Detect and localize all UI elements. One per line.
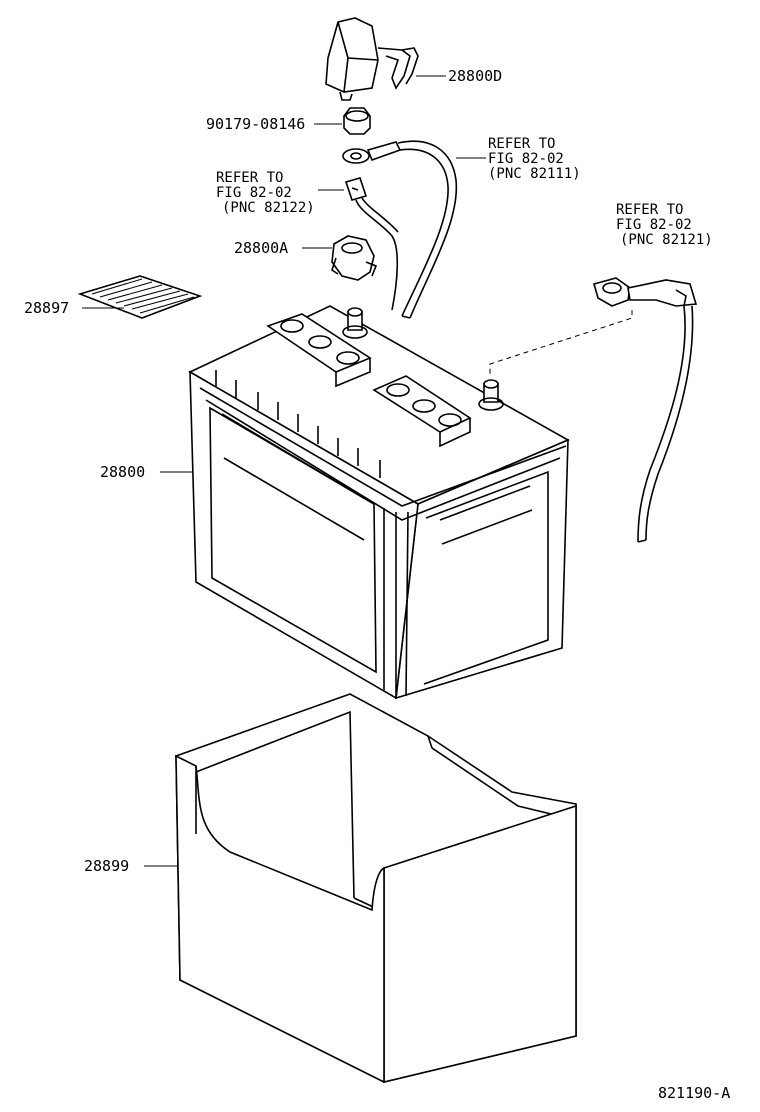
- ref-note-82121: REFER TO FIG 82-02 (PNC 82121): [616, 202, 713, 248]
- svg-text:REFER TO: REFER TO: [488, 136, 555, 152]
- warning-label-drawing: [77, 275, 203, 319]
- svg-text:REFER TO: REFER TO: [616, 202, 683, 218]
- part-label-28800D: 28800D: [448, 67, 502, 85]
- svg-text:(PNC 82121): (PNC 82121): [620, 232, 713, 248]
- part-label-28897: 28897: [24, 299, 69, 317]
- ref-note-82122: REFER TO FIG 82-02 (PNC 82122): [216, 170, 315, 216]
- svg-text:(PNC 82122): (PNC 82122): [222, 200, 315, 216]
- battery-tray-drawing: [175, 693, 577, 1084]
- svg-text:FIG 82-02: FIG 82-02: [216, 185, 292, 201]
- part-label-28800: 28800: [100, 463, 145, 481]
- svg-text:(PNC 82111): (PNC 82111): [488, 166, 581, 182]
- part-label-nut: 90179-08146: [206, 115, 305, 133]
- negative-cable-drawing: [593, 277, 698, 543]
- figure-id: 821190-A: [658, 1084, 730, 1102]
- ref-note-82111: REFER TO FIG 82-02 (PNC 82111): [488, 136, 581, 182]
- assembly-dashed-line: [489, 310, 633, 376]
- battery-drawing: [188, 305, 570, 700]
- terminal-clamp-drawing: [331, 235, 378, 281]
- part-label-28800A: 28800A: [234, 239, 288, 257]
- part-label-28899: 28899: [84, 857, 129, 875]
- terminal-bracket-drawing: [344, 177, 399, 311]
- svg-text:FIG 82-02: FIG 82-02: [616, 217, 692, 233]
- positive-cable-drawing: [342, 140, 458, 319]
- terminal-cover-drawing: [325, 17, 419, 101]
- nut-drawing: [343, 107, 371, 135]
- svg-text:REFER TO: REFER TO: [216, 170, 283, 186]
- svg-text:FIG 82-02: FIG 82-02: [488, 151, 564, 167]
